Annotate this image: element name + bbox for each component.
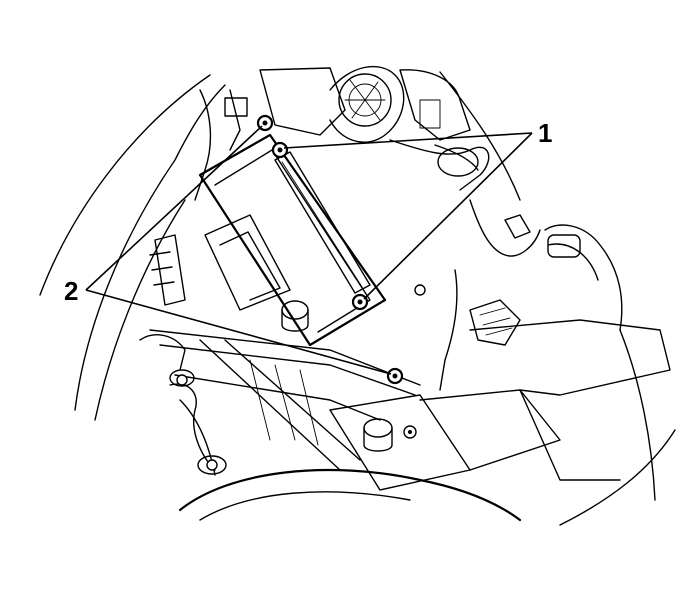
radiator-support-panel <box>149 133 421 471</box>
callout-label-1: 1 <box>538 118 552 148</box>
callout-label-2: 2 <box>64 276 78 306</box>
lower-components <box>178 319 671 522</box>
connector-right <box>439 269 521 391</box>
nut-upper <box>271 141 289 159</box>
callout-2-leaders <box>85 125 392 375</box>
callout-1-leaders <box>283 132 533 300</box>
nut-upper-left <box>256 114 274 132</box>
nut-lower <box>386 367 404 385</box>
nut-center-right <box>351 293 369 311</box>
alternator-assembly <box>259 65 471 143</box>
fasteners <box>176 114 426 471</box>
hoses-right <box>389 139 623 331</box>
left-harness <box>139 89 248 476</box>
body-outline <box>39 71 676 526</box>
